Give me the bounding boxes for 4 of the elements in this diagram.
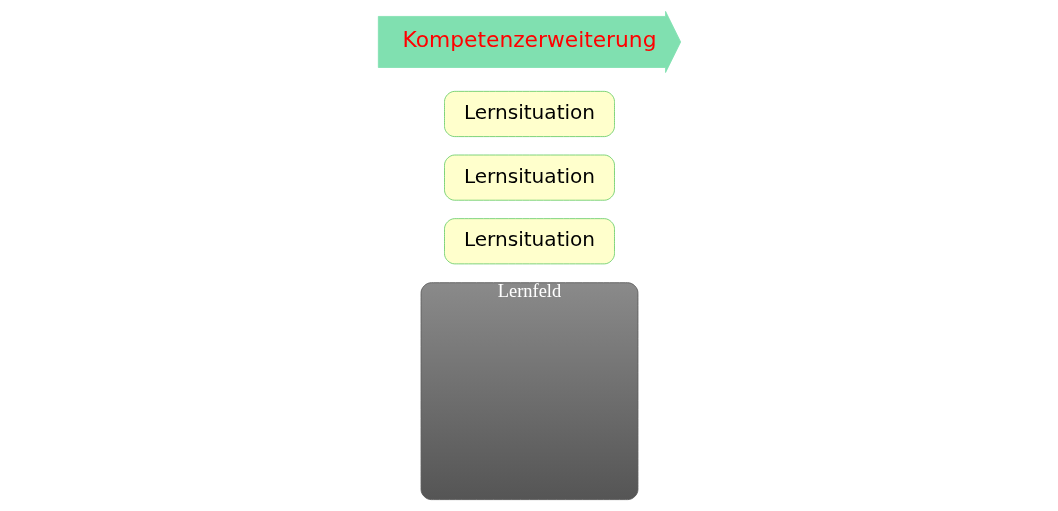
node-box: Lernsituation — [443, 218, 615, 265]
node-box: Lernsituation — [443, 90, 615, 137]
node-box: Lernfeld — [420, 282, 638, 501]
node-box: Lernsituation — [443, 154, 615, 201]
